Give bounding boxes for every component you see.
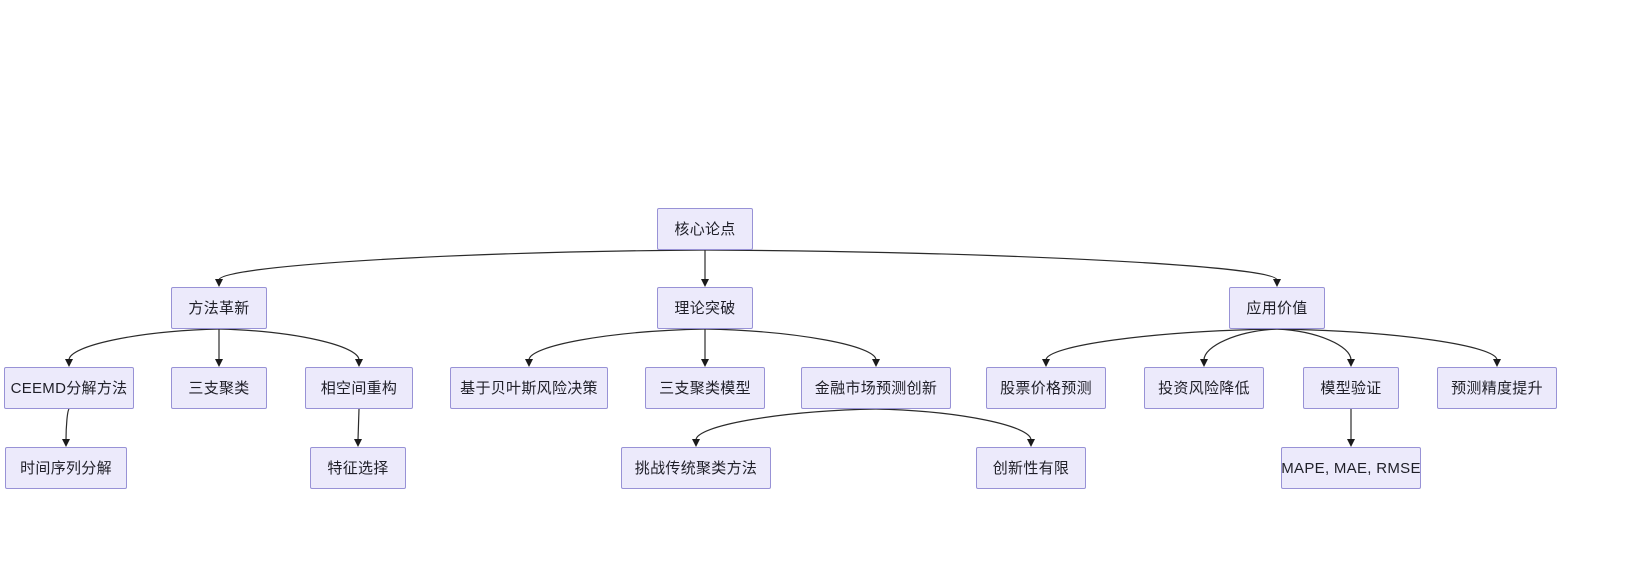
edge-n3-n10 bbox=[1045, 328, 1278, 361]
arrowhead-n0-n2 bbox=[701, 279, 709, 287]
node-n6[interactable]: 相空间重构 bbox=[305, 367, 413, 409]
edge-n2-n7 bbox=[528, 328, 706, 361]
edge-n1-n6 bbox=[218, 328, 360, 361]
node-n16[interactable]: 挑战传统聚类方法 bbox=[621, 447, 771, 489]
arrowhead-n0-n1 bbox=[215, 279, 223, 287]
node-label: 基于贝叶斯风险决策 bbox=[460, 379, 598, 397]
node-n5[interactable]: 三支聚类 bbox=[171, 367, 267, 409]
arrowhead-n2-n9 bbox=[872, 359, 880, 367]
node-label: 方法革新 bbox=[188, 299, 250, 317]
edge-n4-n14 bbox=[65, 408, 70, 441]
arrowhead-n3-n12 bbox=[1347, 359, 1355, 367]
edge-n6-n15 bbox=[357, 408, 360, 441]
arrowhead-n9-n16 bbox=[692, 439, 700, 447]
node-label: 时间序列分解 bbox=[20, 459, 112, 477]
arrowhead-n3-n13 bbox=[1493, 359, 1501, 367]
arrowhead-n9-n17 bbox=[1027, 439, 1035, 447]
edge-n1-n4 bbox=[68, 328, 220, 361]
node-n0[interactable]: 核心论点 bbox=[657, 208, 753, 250]
node-n10[interactable]: 股票价格预测 bbox=[986, 367, 1106, 409]
node-label: 三支聚类 bbox=[188, 379, 250, 397]
edge-n0-n1 bbox=[218, 249, 706, 281]
arrowhead-n1-n5 bbox=[215, 359, 223, 367]
edge-n9-n17 bbox=[875, 408, 1032, 441]
node-label: CEEMD分解方法 bbox=[10, 379, 128, 397]
node-label: 应用价值 bbox=[1246, 299, 1308, 317]
arrowhead-n12-n18 bbox=[1347, 439, 1355, 447]
node-label: 核心论点 bbox=[674, 220, 736, 238]
arrowhead-n4-n14 bbox=[62, 439, 70, 447]
node-label: MAPE, MAE, RMSE bbox=[1281, 459, 1421, 477]
edge-n9-n16 bbox=[695, 408, 877, 441]
edge-n2-n9 bbox=[704, 328, 877, 361]
node-n15[interactable]: 特征选择 bbox=[310, 447, 406, 489]
arrowhead-n0-n3 bbox=[1273, 279, 1281, 287]
node-n11[interactable]: 投资风险降低 bbox=[1144, 367, 1264, 409]
arrowhead-n3-n10 bbox=[1042, 359, 1050, 367]
arrowhead-n2-n7 bbox=[525, 359, 533, 367]
node-n8[interactable]: 三支聚类模型 bbox=[645, 367, 765, 409]
edge-n3-n13 bbox=[1276, 328, 1498, 361]
node-n18[interactable]: MAPE, MAE, RMSE bbox=[1281, 447, 1421, 489]
node-label: 模型验证 bbox=[1320, 379, 1382, 397]
node-n17[interactable]: 创新性有限 bbox=[976, 447, 1086, 489]
node-n13[interactable]: 预测精度提升 bbox=[1437, 367, 1557, 409]
arrowhead-n1-n4 bbox=[65, 359, 73, 367]
arrowhead-n1-n6 bbox=[355, 359, 363, 367]
node-label: 投资风险降低 bbox=[1158, 379, 1250, 397]
node-label: 创新性有限 bbox=[992, 459, 1070, 477]
node-n4[interactable]: CEEMD分解方法 bbox=[4, 367, 134, 409]
edge-n3-n11 bbox=[1203, 328, 1278, 361]
arrowhead-n3-n11 bbox=[1200, 359, 1208, 367]
node-label: 相空间重构 bbox=[320, 379, 398, 397]
node-n9[interactable]: 金融市场预测创新 bbox=[801, 367, 951, 409]
node-label: 理论突破 bbox=[674, 299, 736, 317]
arrowhead-n6-n15 bbox=[354, 439, 362, 447]
node-n14[interactable]: 时间序列分解 bbox=[5, 447, 127, 489]
node-label: 预测精度提升 bbox=[1451, 379, 1543, 397]
node-n2[interactable]: 理论突破 bbox=[657, 287, 753, 329]
arrowhead-n2-n8 bbox=[701, 359, 709, 367]
node-label: 挑战传统聚类方法 bbox=[634, 459, 758, 477]
node-label: 三支聚类模型 bbox=[659, 379, 751, 397]
node-n12[interactable]: 模型验证 bbox=[1303, 367, 1399, 409]
node-label: 股票价格预测 bbox=[1000, 379, 1092, 397]
node-label: 金融市场预测创新 bbox=[814, 379, 938, 397]
edge-n3-n12 bbox=[1276, 328, 1352, 361]
node-n1[interactable]: 方法革新 bbox=[171, 287, 267, 329]
edge-n0-n3 bbox=[704, 249, 1278, 281]
node-n7[interactable]: 基于贝叶斯风险决策 bbox=[450, 367, 608, 409]
node-n3[interactable]: 应用价值 bbox=[1229, 287, 1325, 329]
node-label: 特征选择 bbox=[327, 459, 389, 477]
